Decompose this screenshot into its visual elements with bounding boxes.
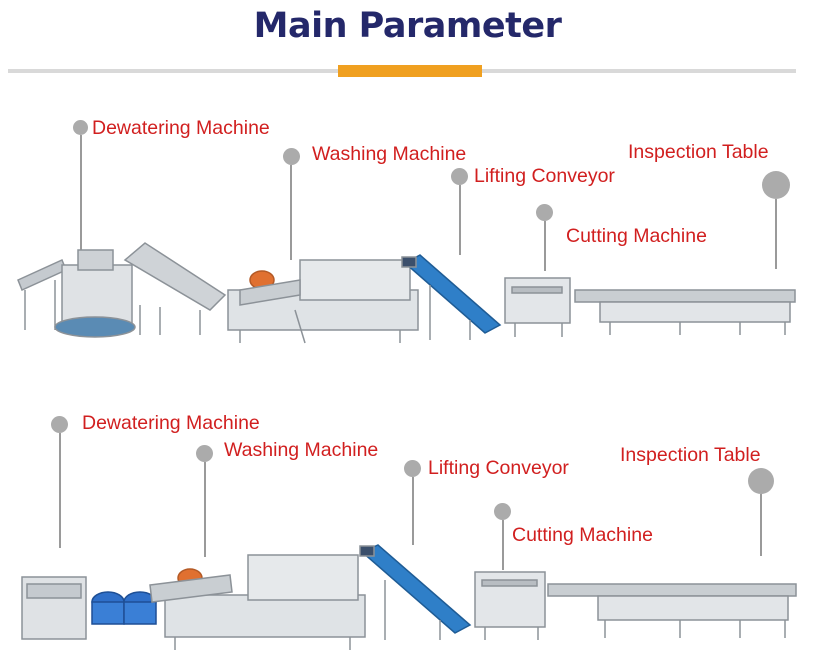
callout-dot <box>196 445 213 462</box>
label-washing-machine: Washing Machine <box>312 143 467 165</box>
callout-dot <box>404 460 421 477</box>
title-accent-bar <box>338 65 482 77</box>
callout-line <box>59 433 61 548</box>
label-lifting-conveyor: Lifting Conveyor <box>428 457 569 479</box>
callout-dot <box>536 204 553 221</box>
label-cutting-machine: Cutting Machine <box>512 524 653 546</box>
callout-dot <box>748 468 774 494</box>
label-washing-machine: Washing Machine <box>224 439 379 461</box>
callout-line <box>204 462 206 557</box>
label-lifting-conveyor: Lifting Conveyor <box>474 165 615 187</box>
callout-dot <box>51 416 68 433</box>
callout-line <box>775 199 777 269</box>
label-cutting-machine: Cutting Machine <box>566 225 707 247</box>
label-dewatering-machine: Dewatering Machine <box>82 412 260 434</box>
label-inspection-table: Inspection Table <box>628 141 769 163</box>
callout-line <box>544 221 546 271</box>
production-line-1-illustration <box>17 242 796 344</box>
label-inspection-table: Inspection Table <box>620 444 761 466</box>
label-dewatering-machine: Dewatering Machine <box>92 117 270 139</box>
page-title: Main Parameter <box>253 6 562 46</box>
callout-line <box>760 494 762 556</box>
callout-dot <box>451 168 468 185</box>
callout-dot <box>283 148 300 165</box>
callout-line <box>80 135 82 260</box>
callout-dot <box>762 171 790 199</box>
production-line-2-illustration <box>21 544 797 650</box>
callout-dot <box>494 503 511 520</box>
callout-line <box>502 520 504 570</box>
callout-line <box>459 185 461 255</box>
callout-dot <box>73 120 88 135</box>
callout-line <box>412 477 414 545</box>
callout-line <box>290 165 292 260</box>
